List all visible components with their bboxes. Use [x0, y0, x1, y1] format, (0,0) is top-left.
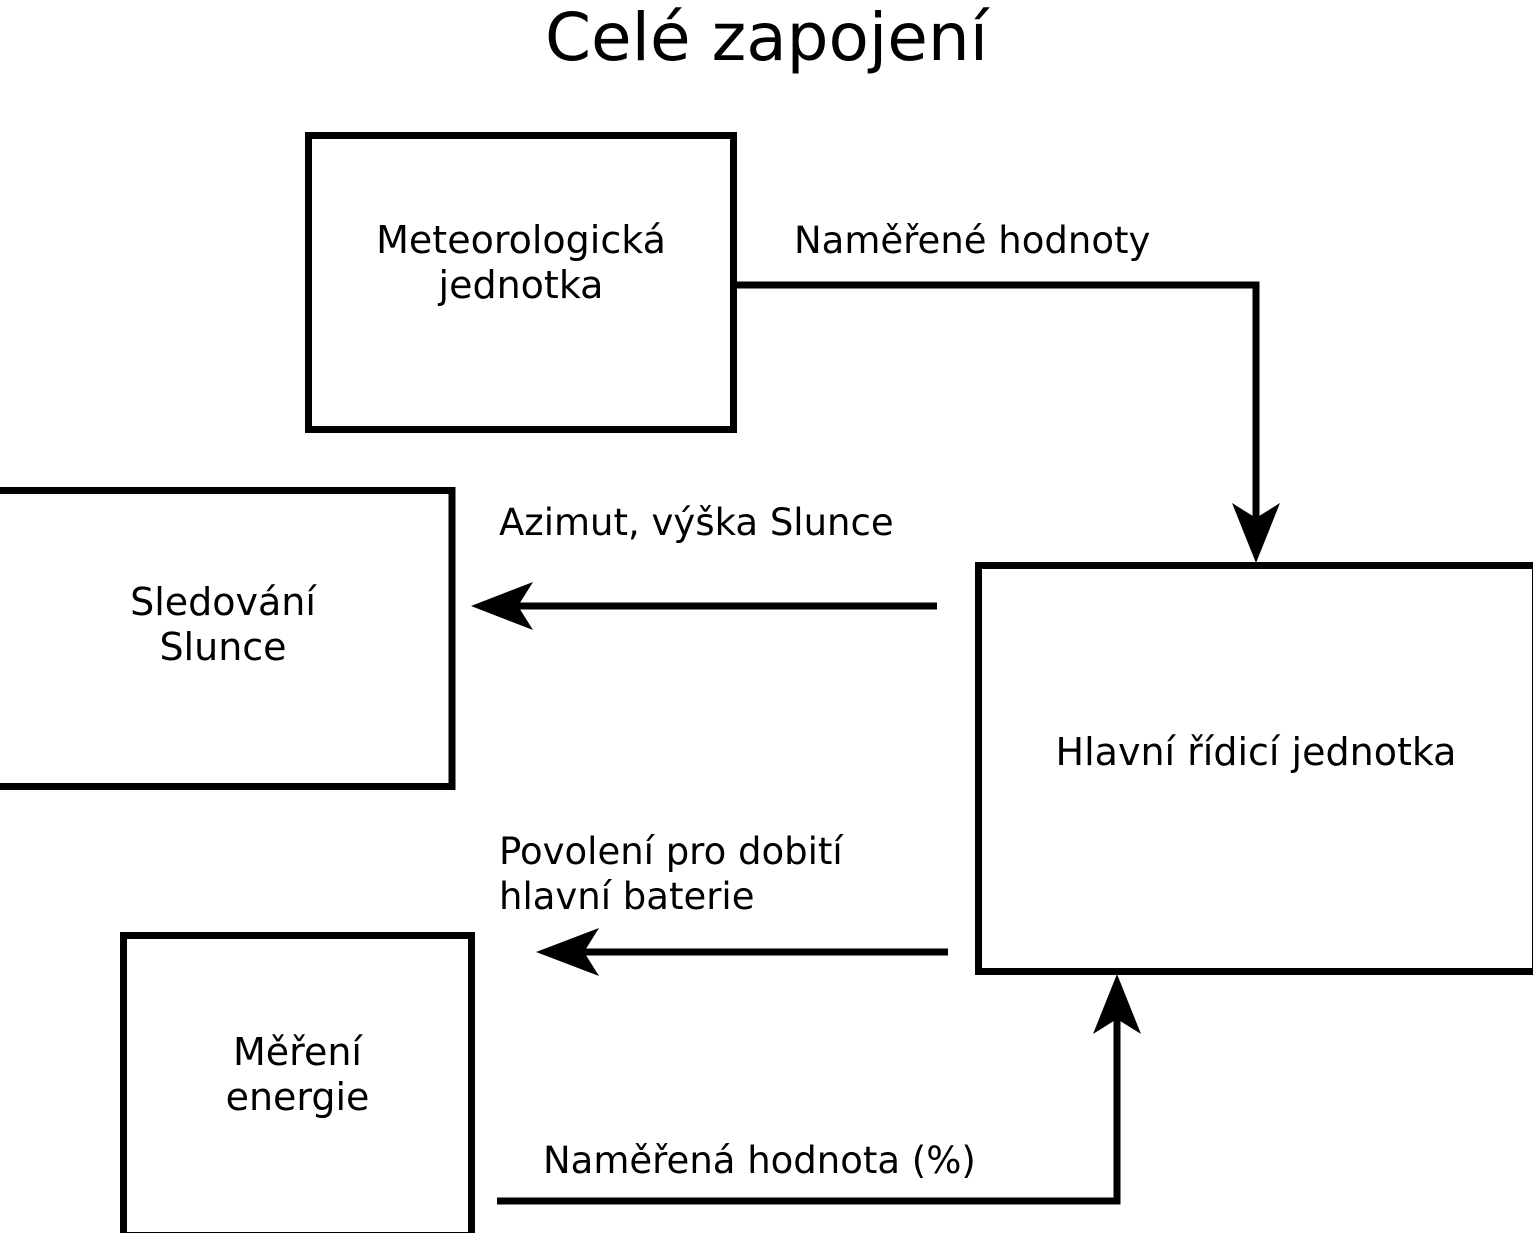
edge-label-povoleni-pro-dobiti-hlavni-baterie: Povolení pro dobití hlavní baterie: [499, 830, 843, 919]
edge-label-namerene-hodnoty: Naměřené hodnoty: [794, 219, 1151, 262]
edge-line-meteo-to-main[interactable]: [737, 281, 1260, 522]
edge-label-namerena-hodnota-procenta: Naměřená hodnota (%): [543, 1139, 976, 1182]
node-label-meteorologicka-jednotka: Meteorologická jednotka: [376, 218, 666, 307]
arrowhead-energy-to-main-up-icon: [1093, 974, 1141, 1034]
page-title: Celé zapojení: [544, 0, 989, 76]
node-label-mereni-energie: Měření energie: [225, 1030, 370, 1119]
node-box-mereni-energie[interactable]: [120, 932, 475, 1233]
node-box-sledovani-slunce[interactable]: [0, 487, 456, 790]
edge-line-energy-to-main[interactable]: [497, 1015, 1121, 1205]
node-label-sledovani-slunce: Sledování Slunce: [130, 580, 316, 669]
node-label-hlavni-ridici-jednotka: Hlavní řídicí jednotka: [1055, 730, 1457, 774]
arrowhead-main-to-sun-left-icon: [471, 582, 533, 630]
node-box-meteorologicka-jednotka[interactable]: [305, 132, 737, 433]
arrowhead-meteo-to-main-down-icon: [1232, 503, 1280, 563]
node-box-hlavni-ridici-jednotka[interactable]: [975, 562, 1533, 975]
arrowhead-main-to-energy-left-icon: [536, 928, 599, 976]
edge-label-azimut-vyska-slunce: Azimut, výška Slunce: [499, 501, 894, 544]
